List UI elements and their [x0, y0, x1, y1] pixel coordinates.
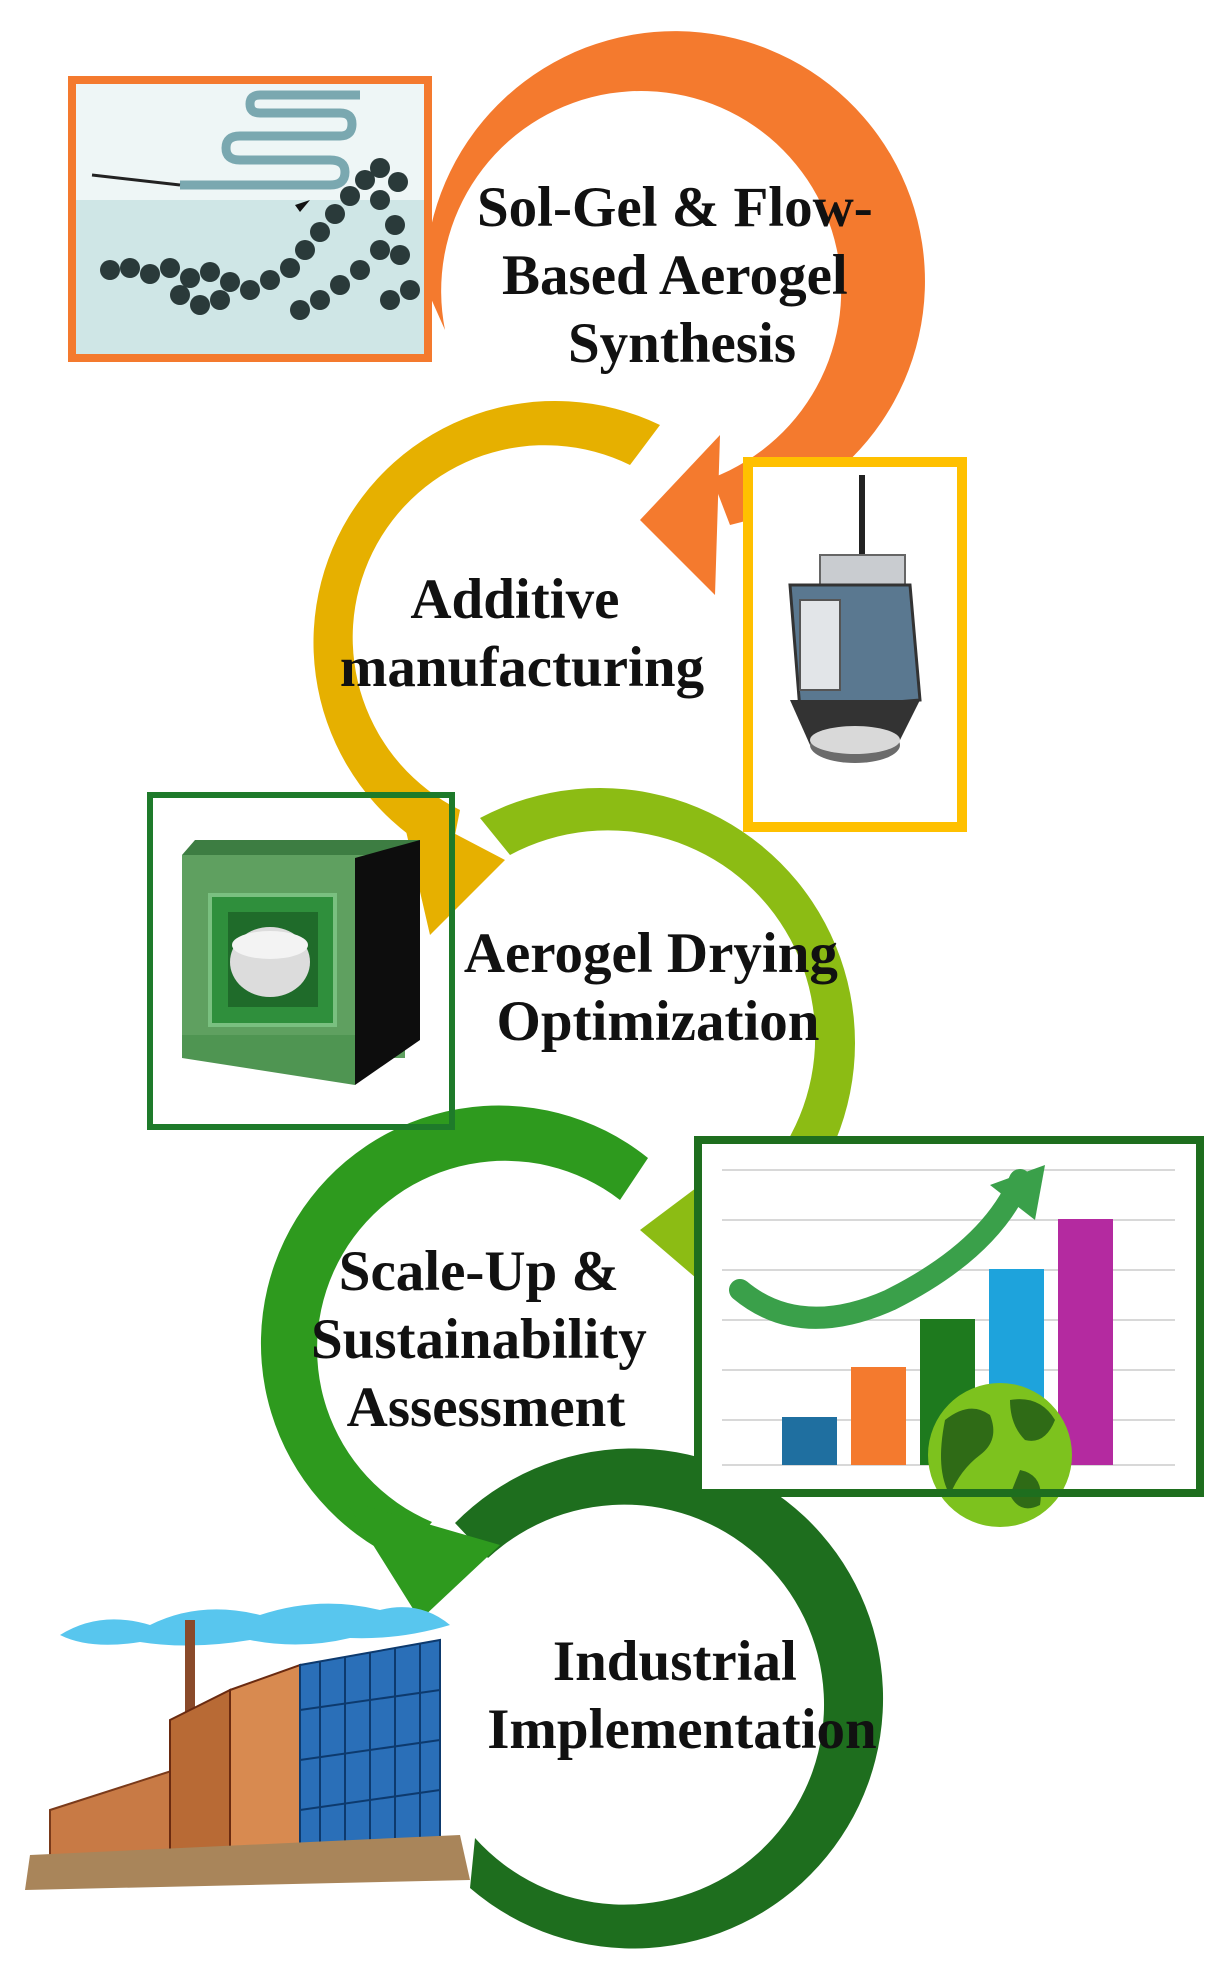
- ring-arc: [313, 400, 660, 860]
- ring-industrial: [455, 1448, 884, 1949]
- illustration-frame-drying: [147, 792, 455, 1130]
- growth-bar: [782, 1417, 837, 1465]
- factory-tower: [169, 1688, 231, 1861]
- ring-synthesis: [424, 31, 925, 595]
- illustration-frame-scaleup: [694, 1136, 1204, 1497]
- ring-arc: [424, 31, 925, 526]
- ground: [25, 1835, 470, 1890]
- ring-arc: [480, 787, 855, 1268]
- stage-label-synthesis: Sol-Gel & Flow- Based Aerogel Synthesis: [477, 176, 887, 375]
- stage-label-industrial: Industrial Implementation: [487, 1630, 876, 1761]
- factory-illustration: [25, 1603, 470, 1890]
- growth-bar: [851, 1367, 906, 1465]
- illustration-frame-synthesis: [68, 76, 432, 362]
- sky-cloud: [60, 1603, 450, 1646]
- drying-chamber-illustration: [147, 792, 455, 1130]
- growth-bar: [1058, 1219, 1113, 1465]
- ring-arrowhead: [640, 435, 720, 595]
- growth-arrow: [729, 1169, 1031, 1329]
- microfluidic-illustration: [68, 76, 432, 362]
- stage-label-scaleup: Scale-Up & Sustainability Assessment: [311, 1240, 661, 1439]
- nanoparticle-cluster: [100, 158, 420, 320]
- chamber-side: [355, 840, 420, 1085]
- stage-label-additive: Additive manufacturing: [340, 568, 704, 699]
- growth-chart-illustration: [694, 1136, 1204, 1527]
- illustration-frame-additive: [743, 457, 967, 832]
- chimney: [185, 1620, 195, 1750]
- ring-arrowhead: [345, 1500, 500, 1620]
- globe-icon: [928, 1383, 1072, 1527]
- stage-label-drying: Aerogel Drying Optimization: [464, 922, 852, 1053]
- microfluidic-channel: [180, 90, 360, 190]
- ring-arc: [260, 1105, 648, 1560]
- ring-scaleup: [260, 1105, 648, 1620]
- printer-extruder-illustration: [743, 457, 967, 832]
- ring-arc: [455, 1448, 884, 1949]
